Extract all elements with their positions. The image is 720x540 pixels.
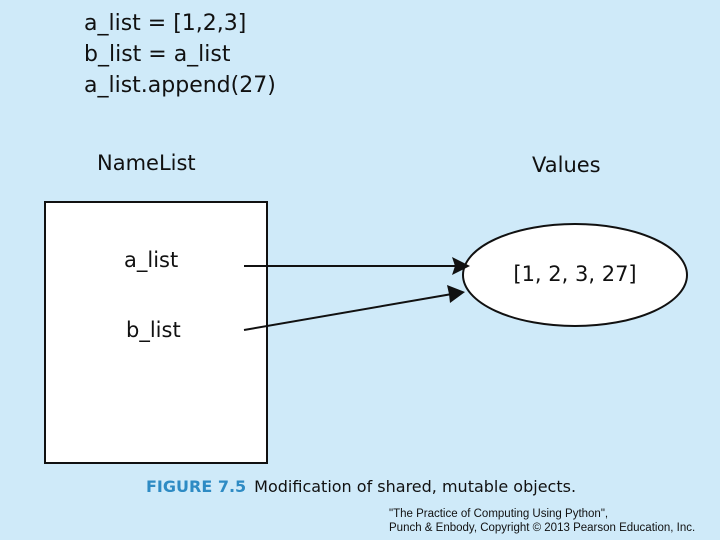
figure-caption: FIGURE 7.5 Modification of shared, mutabl… [146, 477, 576, 496]
credit-line-1: "The Practice of Computing Using Python"… [389, 508, 609, 520]
credit-line-2: Punch & Enbody, Copyright © 2013 Pearson… [389, 522, 696, 534]
caption-text: Modification of shared, mutable objects. [254, 477, 577, 496]
namelist-box [44, 201, 268, 464]
list-object-ellipse [462, 223, 688, 327]
code-line-1: a_list = [1,2,3] [84, 11, 247, 36]
b-list-arrowhead [447, 285, 465, 303]
b-list-reference-line [243, 293, 453, 331]
code-line-3: a_list.append(27) [84, 73, 276, 98]
code-line-2: b_list = a_list [84, 42, 231, 67]
variable-b-list: b_list [126, 318, 181, 342]
code-snippet: a_list = [1,2,3] b_list = a_list a_list.… [84, 8, 276, 101]
values-heading: Values [532, 153, 601, 177]
copyright-credit: "The Practice of Computing Using Python"… [389, 507, 695, 535]
namelist-heading: NameList [97, 151, 196, 175]
list-object-value: [1, 2, 3, 27] [513, 262, 637, 286]
figure-number: FIGURE 7.5 [146, 477, 247, 496]
variable-a-list: a_list [124, 248, 179, 272]
a-list-arrowhead [452, 257, 470, 275]
